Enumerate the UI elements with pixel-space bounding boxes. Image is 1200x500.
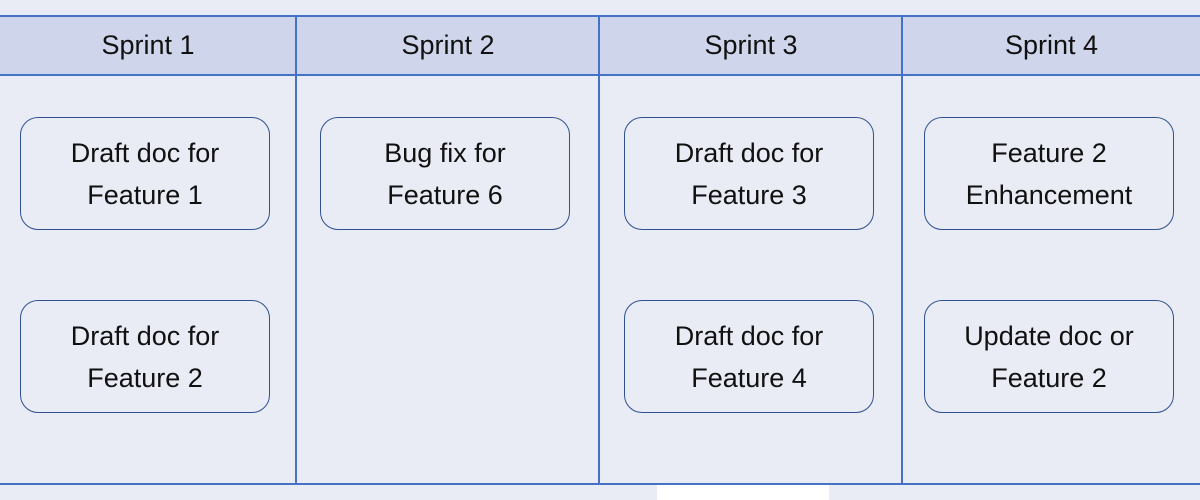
task-card-sprint-1[interactable]: Draft doc for Feature 2 [20, 300, 270, 413]
sprint-1-header: Sprint 1 [101, 30, 195, 60]
sprint-3-header: Sprint 3 [704, 30, 798, 60]
blank-footer-patch [657, 485, 829, 500]
task-card-sprint-3[interactable]: Draft doc for Feature 4 [624, 300, 874, 413]
column-divider [598, 15, 600, 485]
task-card-sprint-3[interactable]: Draft doc for Feature 3 [624, 117, 874, 230]
task-card-sprint-1[interactable]: Draft doc for Feature 1 [20, 117, 270, 230]
board-bottom-border [0, 483, 1200, 485]
sprint-header-row [0, 17, 1200, 74]
task-card-sprint-2[interactable]: Bug fix for Feature 6 [320, 117, 570, 230]
task-card-sprint-4[interactable]: Update doc or Feature 2 [924, 300, 1174, 413]
sprint-2-header: Sprint 2 [401, 30, 495, 60]
sprint-4-header: Sprint 4 [1004, 30, 1099, 60]
header-bottom-border [0, 74, 1200, 76]
board-top-border [0, 15, 1200, 17]
column-divider [295, 15, 297, 485]
column-divider [901, 15, 903, 485]
task-card-sprint-4[interactable]: Feature 2 Enhancement [924, 117, 1174, 230]
